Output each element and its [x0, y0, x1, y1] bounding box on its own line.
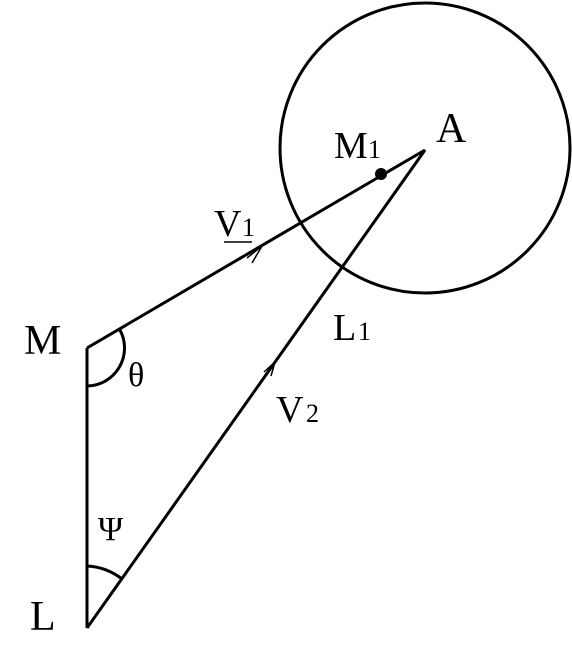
- point-m1-dot: [375, 168, 387, 180]
- line-l1-label: L: [333, 307, 356, 349]
- point-l-label: L: [30, 594, 56, 640]
- psi-label: Ψ: [98, 511, 123, 548]
- v1-direction-arrow: [246, 245, 263, 264]
- line-l1-subscript: 1: [358, 317, 371, 346]
- point-m1-subscript: 1: [368, 135, 381, 164]
- point-m-label: M: [24, 318, 61, 364]
- vector-v1-subscript: 1: [242, 213, 255, 242]
- vector-v2-label: V: [276, 389, 304, 431]
- theta-label: θ: [128, 357, 144, 394]
- segment-m-a: [86, 148, 426, 350]
- point-m1-label: M: [334, 125, 368, 167]
- segment-l-a: [85, 149, 427, 629]
- point-a-label: A: [436, 106, 467, 152]
- v2-direction-arrow: [263, 359, 277, 377]
- vector-v2-subscript: 2: [306, 399, 319, 428]
- psi-angle-arc: [86, 564, 123, 581]
- target-circle: [278, 1, 572, 295]
- theta-angle-arc: [86, 329, 127, 388]
- vector-v1-label: V: [214, 203, 242, 245]
